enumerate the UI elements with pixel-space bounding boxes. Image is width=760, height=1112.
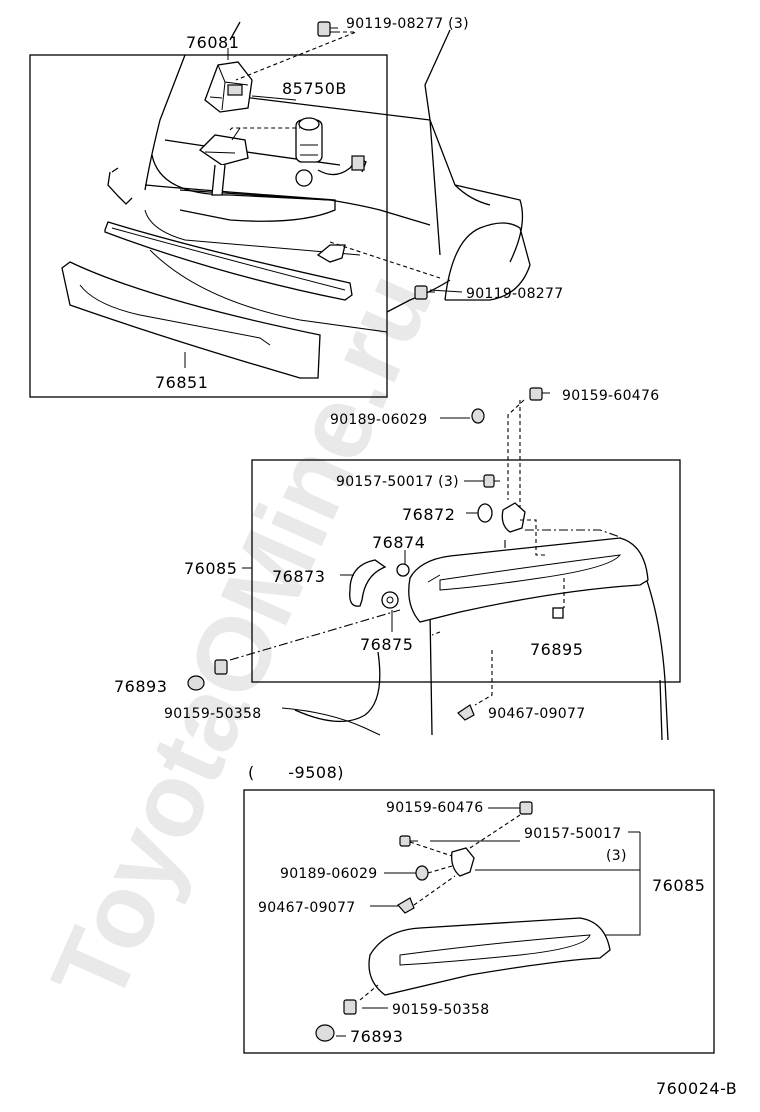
- label-76873: 76873: [272, 567, 325, 586]
- pad-76895: [552, 607, 564, 619]
- label-76872: 76872: [402, 505, 455, 524]
- grommet-76872: [477, 503, 493, 523]
- clip-icon: [397, 897, 415, 914]
- cap-icon: [187, 675, 205, 691]
- rear-door-outline: [294, 561, 669, 741]
- side-bracket: [316, 244, 346, 263]
- label-90159-50358-lower: 90159-50358: [392, 1002, 489, 1018]
- label-90189-06029-lower: 90189-06029: [280, 866, 377, 882]
- nut-icon: [415, 865, 429, 881]
- bolt-icon: [399, 835, 418, 847]
- label-90119-08277: 90119-08277: [466, 286, 563, 302]
- label-76085: 76085: [184, 559, 237, 578]
- label-90159-60476-lower: 90159-60476: [386, 800, 483, 816]
- label-76875: 76875: [360, 635, 413, 654]
- label-90159-60476: 90159-60476: [562, 388, 659, 404]
- lower-trim-76851: [61, 261, 321, 379]
- bolt-icon: [529, 387, 550, 401]
- lower-frame: [243, 789, 715, 1054]
- wire-clip: [107, 167, 133, 205]
- grommet-76875: [381, 591, 399, 609]
- label-76081: 76081: [186, 33, 239, 52]
- label-90157-50017-3: 90157-50017 (3): [336, 474, 459, 490]
- garnish-76873: [349, 559, 387, 607]
- lower-group: ( -9508): [243, 763, 715, 1054]
- bolt-icon: [483, 474, 500, 488]
- diagram-id: 760024-B: [656, 1079, 737, 1098]
- bracket-76081: [204, 61, 253, 113]
- spoiler-76085: [408, 537, 649, 623]
- middle-frame: [251, 459, 681, 683]
- label-76895: 76895: [530, 640, 583, 659]
- wheel-arch: [444, 222, 531, 301]
- label-90159-50358: 90159-50358: [164, 706, 261, 722]
- label-76874: 76874: [372, 533, 425, 552]
- label-90119-08277-3: 90119-08277 (3): [346, 16, 469, 32]
- upper-frame: [29, 54, 388, 398]
- label-90157-50017-lower: 90157-50017: [524, 826, 621, 842]
- mount-bracket: [198, 127, 249, 196]
- cap-icon: [315, 1024, 335, 1042]
- bolt-icon: [343, 999, 357, 1015]
- middle-group: 90159-60476 90189-06029 90157-50017 (3) …: [114, 387, 681, 741]
- label-76085-lower: 76085: [652, 876, 705, 895]
- bolt-icon: [214, 659, 228, 675]
- hinge-bracket-lower: [451, 847, 475, 877]
- grille-recess: [151, 154, 331, 201]
- vehicle-body-outline: [144, 21, 524, 313]
- label-90189-06029: 90189-06029: [330, 412, 427, 428]
- clip-76874: [396, 563, 410, 577]
- label-qty-3: (3): [606, 848, 627, 864]
- motor-85750B: [295, 117, 367, 187]
- label-90467-09077-lower: 90467-09077: [258, 900, 355, 916]
- label-90467-09077: 90467-09077: [488, 706, 585, 722]
- label-76851: 76851: [155, 373, 208, 392]
- lower-section-header: ( -9508): [248, 763, 344, 782]
- label-76893-lower: 76893: [350, 1027, 403, 1046]
- bumper-line: [144, 209, 388, 333]
- label-85750B: 85750B: [282, 79, 347, 98]
- upper-group: 90119-08277 (3) 76081 85750B 90119-08277…: [29, 16, 563, 398]
- hinge-bracket: [501, 502, 526, 533]
- bolt-icon: [317, 21, 338, 37]
- nut-icon: [471, 408, 485, 424]
- label-76893: 76893: [114, 677, 167, 696]
- spoiler-76085-lower: [368, 917, 611, 996]
- bolt-icon: [414, 285, 435, 300]
- molding-strip: [104, 221, 353, 301]
- clip-icon: [457, 704, 475, 721]
